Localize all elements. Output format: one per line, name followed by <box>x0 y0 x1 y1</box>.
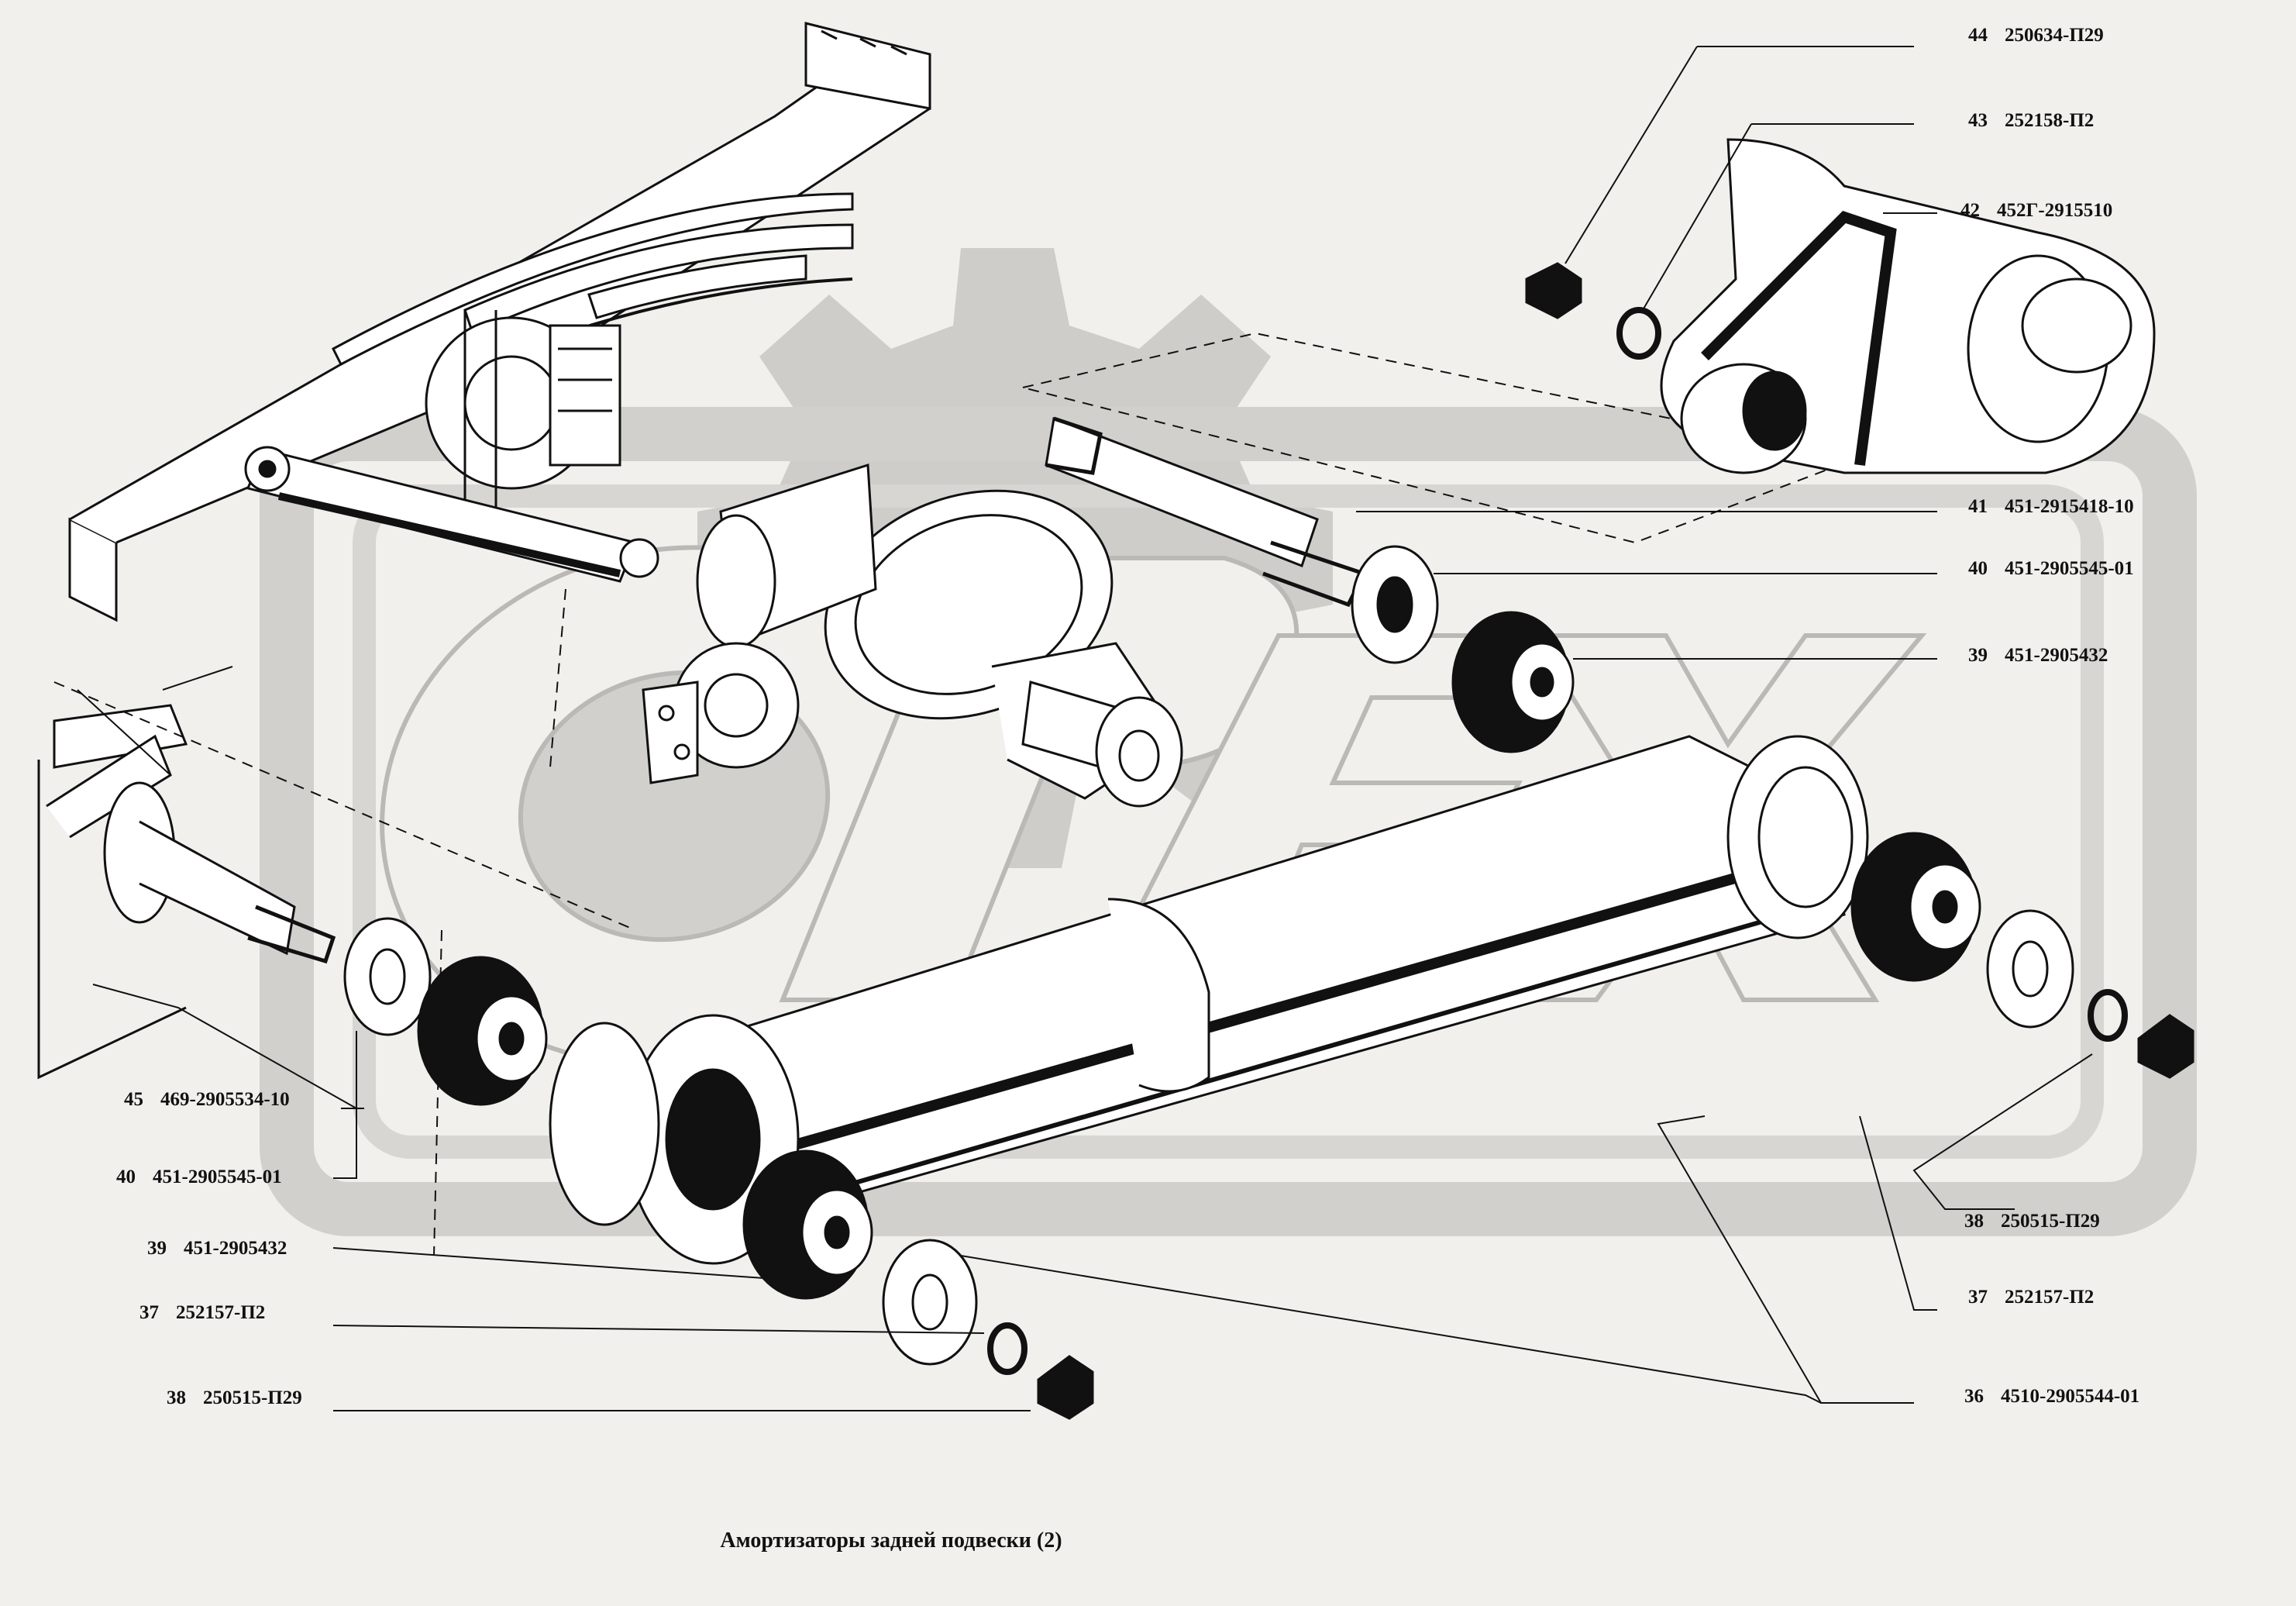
callout-code: 451-2915418-10 <box>2005 496 2134 517</box>
callout-number: 39 <box>147 1238 167 1259</box>
bracket-42 <box>1660 138 2156 474</box>
callout-number: 37 <box>1968 1287 1988 1308</box>
callout-number: 37 <box>139 1302 159 1323</box>
callout-39-left: 39 451-2905432 <box>147 1238 287 1260</box>
washer-43 <box>1616 307 1661 360</box>
washer-37-lower <box>987 1322 1028 1375</box>
callout-39-right: 39 451-2905432 <box>1968 645 2108 667</box>
callout-number: 41 <box>1968 496 1988 517</box>
washer-40-right <box>1986 909 2074 1029</box>
callout-code: 451-2905545-01 <box>153 1167 282 1187</box>
callout-number: 44 <box>1968 25 1988 46</box>
nut-38-lower <box>1037 1355 1094 1420</box>
leader-lines <box>53 46 2093 1411</box>
callout-number: 45 <box>124 1089 143 1110</box>
callout-code: 250515-П29 <box>2001 1211 2100 1232</box>
callout-40-right: 40 451-2905545-01 <box>1968 558 2134 580</box>
callout-number: 38 <box>1964 1211 1984 1232</box>
callout-45: 45 469-2905534-10 <box>124 1089 290 1111</box>
callout-37-left: 37 252157-П2 <box>139 1302 265 1324</box>
callout-code: 250515-П29 <box>203 1387 302 1408</box>
callout-code: 252157-П2 <box>176 1302 266 1323</box>
callout-code: 451-2905432 <box>184 1238 287 1259</box>
washer-37-right <box>2088 989 2128 1042</box>
bushing-39-upper <box>1451 611 1575 753</box>
watermark-band <box>260 407 2197 1236</box>
callout-40-left: 40 451-2905545-01 <box>116 1167 282 1188</box>
callout-41: 41 451-2915418-10 <box>1968 496 2134 518</box>
callout-number: 43 <box>1968 110 1988 131</box>
callout-code: 452Г-2915510 <box>1997 200 2113 221</box>
callout-44: 44 250634-П29 <box>1968 25 2104 47</box>
pin-45 <box>37 704 336 1080</box>
callout-43: 43 252158-П2 <box>1968 110 2094 132</box>
callout-code: 451-2905545-01 <box>2005 558 2134 579</box>
axle-housing <box>642 463 1183 808</box>
callout-number: 42 <box>1960 200 1980 221</box>
bushing-39-lower <box>742 1149 873 1300</box>
diagram-title: Амортизаторы задней подвески (2) <box>720 1528 1062 1553</box>
callout-42: 42 452Г-2915510 <box>1960 200 2112 222</box>
callout-37-right: 37 252157-П2 <box>1968 1287 2094 1308</box>
washer-40-lower <box>882 1239 978 1366</box>
nut-44 <box>1525 262 1582 319</box>
callout-code: 252158-П2 <box>2005 110 2095 131</box>
nut-38-right <box>2137 1014 2194 1079</box>
callout-code: 252157-П2 <box>2005 1287 2095 1308</box>
callout-code: 451-2905432 <box>2005 645 2108 666</box>
callout-code: 469-2905534-10 <box>160 1089 290 1110</box>
callout-36: 36 4510-2905544-01 <box>1964 1386 2139 1408</box>
callout-code: 250634-П29 <box>2005 25 2104 46</box>
bushing-39-left <box>417 956 548 1106</box>
callout-number: 36 <box>1964 1386 1984 1407</box>
callout-number: 38 <box>167 1387 186 1408</box>
bushing-39-right <box>1850 832 1981 982</box>
callout-number: 40 <box>1968 558 1988 579</box>
washer-40-left <box>343 917 432 1036</box>
installed-shock-absorber <box>244 446 659 583</box>
frame-and-leaf-spring <box>68 22 931 622</box>
line-art <box>37 22 2194 1420</box>
callout-code: 4510-2905544-01 <box>2001 1386 2140 1407</box>
callout-38-right: 38 250515-П29 <box>1964 1211 2100 1232</box>
callout-number: 39 <box>1968 645 1988 666</box>
callout-number: 40 <box>116 1167 136 1187</box>
callout-38-left: 38 250515-П29 <box>167 1387 302 1409</box>
